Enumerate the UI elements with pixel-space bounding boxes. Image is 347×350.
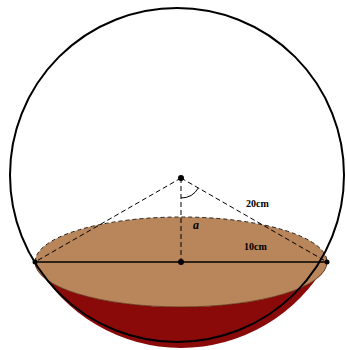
sphere-outline xyxy=(10,8,344,342)
angle-label: a xyxy=(193,219,199,231)
dimension-label: 10cm xyxy=(244,242,267,252)
dimension-label: 20cm xyxy=(246,199,269,209)
chord-endpoint xyxy=(33,260,38,265)
disc-back-edge xyxy=(35,217,327,262)
disc-front-edge xyxy=(35,262,327,307)
radius-left xyxy=(35,178,181,262)
angle-arc xyxy=(181,188,198,198)
chord-midpoint xyxy=(178,259,184,265)
chord-endpoint xyxy=(325,260,330,265)
radius-right xyxy=(181,178,327,262)
height-line xyxy=(181,178,182,262)
center-point xyxy=(178,175,184,181)
